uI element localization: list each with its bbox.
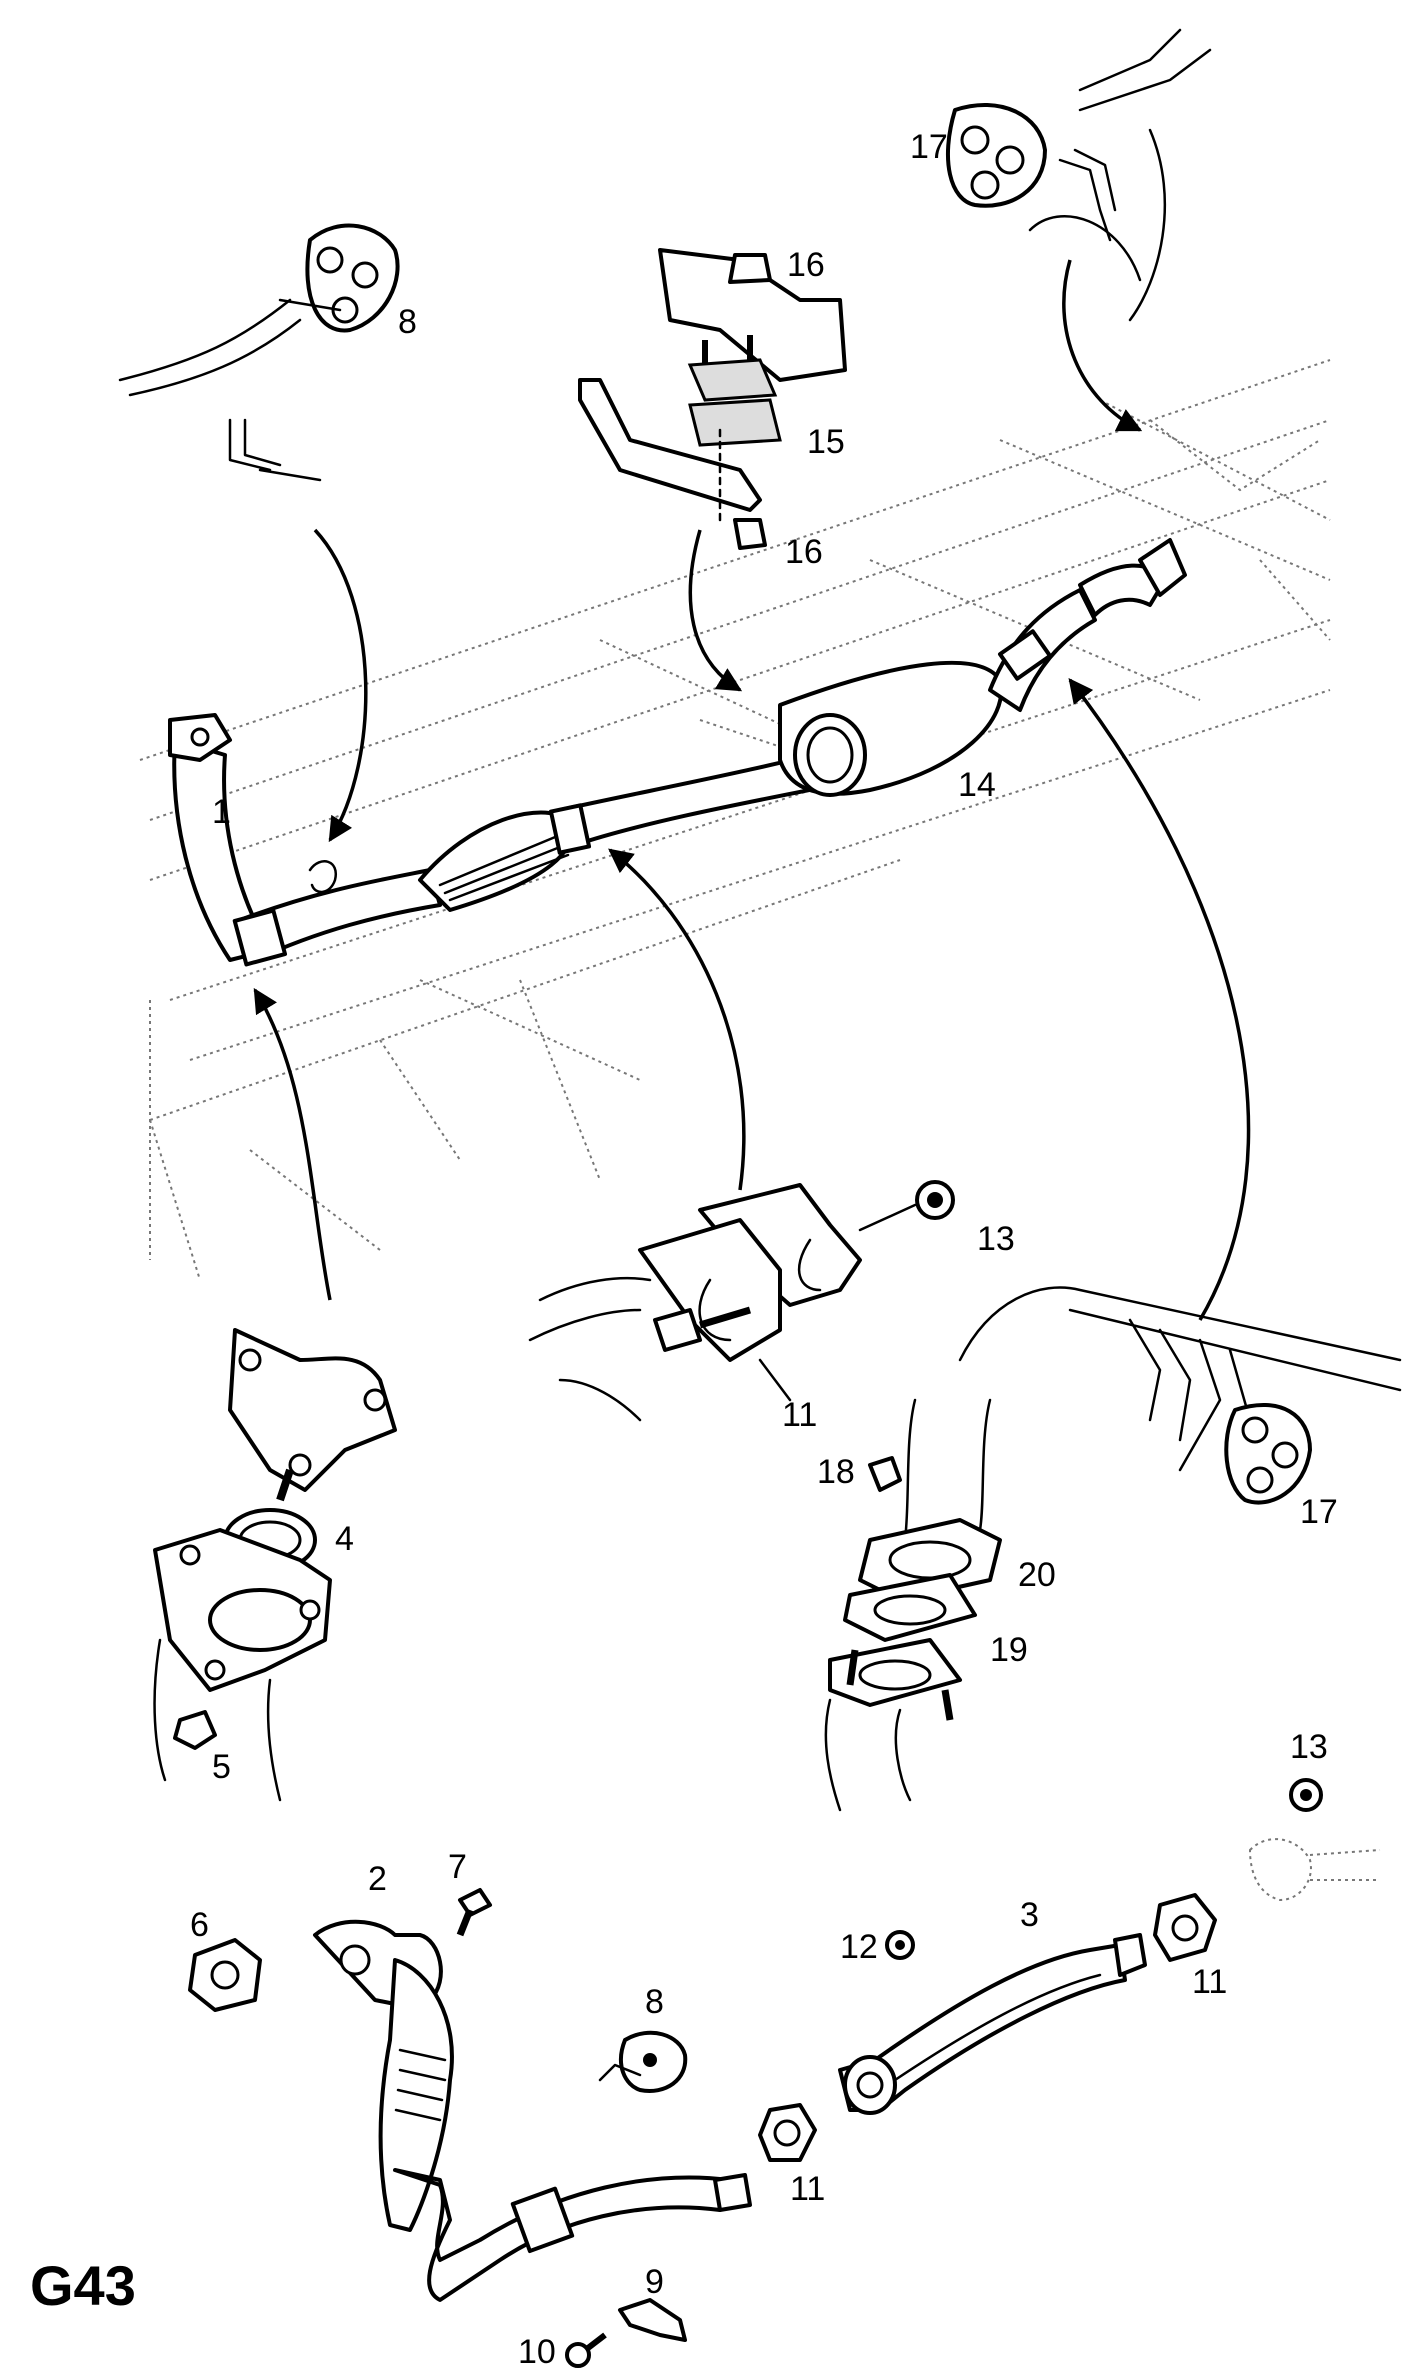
callout-18: 18 (817, 1453, 855, 1491)
callout-13-mid: 13 (977, 1220, 1015, 1258)
callout-19: 19 (990, 1631, 1028, 1669)
callout-13-right: 13 (1290, 1728, 1328, 1766)
sheet-code-label: G43 (30, 2254, 136, 2317)
callout-10: 10 (518, 2333, 556, 2371)
hanger-detail-top-left (118, 223, 400, 482)
callout-11-right: 11 (1192, 1963, 1228, 2001)
callout-7: 7 (448, 1848, 467, 1886)
flange-gasket-detail (153, 1328, 397, 1802)
callout-16-bottom: 16 (785, 533, 823, 571)
callout-11-bottom: 11 (790, 2170, 826, 2208)
tailpipe-flange-detail (824, 1286, 1402, 1812)
callout-5: 5 (212, 1748, 231, 1786)
pointer-arrows (253, 259, 1251, 1321)
callout-11-mid: 11 (782, 1396, 818, 1434)
callout-8-top: 8 (398, 303, 417, 341)
callout-15: 15 (807, 423, 845, 461)
installed-exhaust-assembly (168, 538, 1187, 967)
callout-12: 12 (840, 1928, 878, 1966)
callout-16-top: 16 (787, 246, 825, 284)
exploded-parts-view (188, 1778, 1381, 2368)
callout-1: 1 (212, 793, 231, 831)
callout-9: 9 (645, 2263, 664, 2301)
mounting-bracket-detail (578, 248, 847, 550)
callout-2: 2 (368, 1860, 387, 1898)
callout-17-right: 17 (1300, 1493, 1338, 1531)
callout-6: 6 (190, 1906, 209, 1944)
callout-20: 20 (1018, 1556, 1056, 1594)
callout-4: 4 (335, 1520, 354, 1558)
callout-3: 3 (1020, 1896, 1039, 1934)
clamp-detail (528, 1180, 955, 1422)
callout-17-top: 17 (910, 128, 948, 166)
callout-14: 14 (958, 766, 996, 804)
callout-8-bottom: 8 (645, 1983, 664, 2021)
rubber-mounting-top-right (946, 28, 1212, 322)
